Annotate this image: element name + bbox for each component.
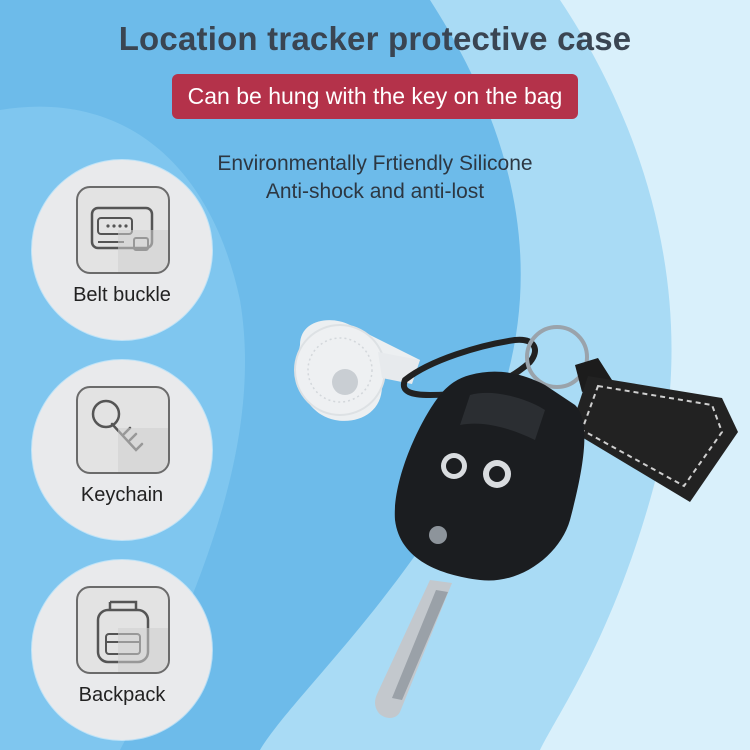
use-case-label: Backpack [78,684,166,706]
banner: Can be hung with the key on the bag [172,74,578,119]
page-title: Location tracker protective case [118,20,632,57]
use-case-keychain: Keychain [32,360,212,540]
leather-tag [570,358,738,502]
silicone-case [294,320,420,421]
keychain-icon [76,386,170,474]
carabiner [400,336,538,399]
feature-line: Environmentally Frtiendly Silicone [217,152,533,175]
key-ring [525,325,589,389]
use-case-belt-buckle: Belt buckle [32,160,212,340]
use-case-label: Keychain [80,484,164,506]
use-case-backpack: Backpack [32,560,212,740]
use-case-label: Belt buckle [73,284,171,306]
car-key [375,371,585,718]
backpack-icon [76,586,170,674]
belt-buckle-icon [76,186,170,274]
feature-list: Environmentally Frtiendly Silicone Anti-… [190,150,560,206]
feature-line: Anti-shock and anti-lost [265,180,485,203]
